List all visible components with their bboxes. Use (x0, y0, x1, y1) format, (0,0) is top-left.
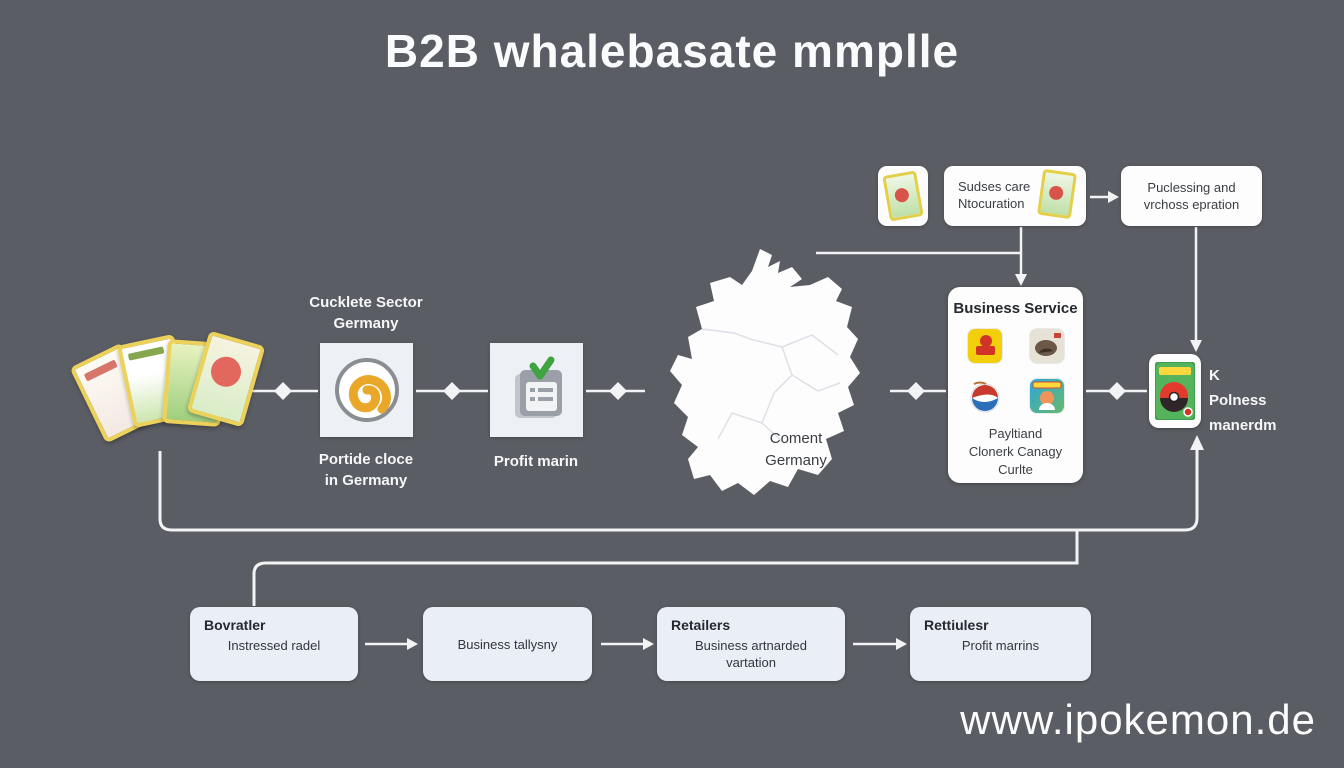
business-service-title: Business Service (953, 300, 1078, 317)
bottom-node-title: Retailers (671, 617, 731, 633)
map-label-line2: Germany (765, 452, 827, 469)
step1-icon-box (320, 343, 413, 437)
card-tile-node (878, 166, 928, 226)
map-label-line1: Coment (769, 430, 823, 447)
character-card-icon (1029, 379, 1064, 413)
yellow-card-icon (967, 329, 1002, 363)
step2-label-below-line1: Profit marin (493, 453, 579, 470)
end-node (1149, 354, 1201, 428)
bottom-node-subtitle: Profit marrins (961, 638, 1040, 653)
processing-label-line2: vrchoss epration (1143, 197, 1240, 212)
bottom-node-subtitle: Business tallysny (457, 636, 558, 652)
spiral-icon (334, 358, 399, 422)
processing-label-line1: Puclessing and (1147, 180, 1236, 195)
end-node-label-line3: manerdm (1209, 417, 1277, 434)
page-title: B2B whalebasate mmplle (384, 25, 960, 77)
checklist-card-icon (514, 356, 562, 418)
end-node-label-line1: K (1209, 367, 1220, 384)
pokeball-card-icon (1155, 362, 1195, 420)
step2-label-below: Profit marin (466, 451, 606, 472)
pokemon-card-icon (882, 170, 924, 222)
bottom-node-title: Bovratler (204, 617, 266, 633)
step1-label-below-line2: in Germany (324, 472, 408, 489)
bottom-node-distributor: Bovratler Instressed radel (190, 607, 358, 681)
service-caption: Payltiand Clonerk Canagy Curlte (969, 425, 1062, 479)
bottom-node-business: Business tallysny (423, 607, 592, 681)
end-node-label-line2: Polness (1209, 392, 1267, 409)
map-label: Coment Germany (740, 428, 852, 472)
card-sourcing-node: Sudses care Ntocuration (944, 166, 1086, 226)
card-sourcing-label-line2: Ntocuration (958, 196, 1025, 211)
step2-icon-box (490, 343, 583, 437)
bottom-node-title: Rettiulesr (924, 617, 989, 633)
step1-label-above-line2: Germany (333, 315, 399, 332)
swirl-ball-icon (968, 379, 1002, 413)
germany-map (670, 249, 860, 495)
service-caption-line1: Payltiand (988, 426, 1043, 441)
step1-label-above: Cucklete Sector Germany (296, 292, 436, 334)
photo-card-icon (1029, 329, 1064, 363)
step1-label-below-line1: Portide cloce (318, 451, 414, 468)
end-node-label: K Polness manerdm (1209, 363, 1277, 438)
trading-cards-fan (69, 330, 266, 449)
bottom-node-margins: Rettiulesr Profit marrins (910, 607, 1091, 681)
step1-label-below: Portide cloce in Germany (296, 449, 436, 491)
watermark-url: www.ipokemon.de (960, 696, 1316, 743)
card-sourcing-label-line1: Sudses care (958, 179, 1031, 194)
processing-node: Puclessing and vrchoss epration (1121, 166, 1262, 226)
service-caption-line3: Curlte (998, 462, 1033, 477)
bottom-node-retailers: Retailers Business artnarded vartation (657, 607, 845, 681)
business-service-box: Business Service Payltiand C (948, 287, 1083, 483)
bottom-node-subtitle: Business artnarded vartation (694, 638, 807, 670)
pokemon-card-icon (1036, 168, 1078, 220)
service-icon-grid (967, 329, 1064, 413)
step1-label-above-line1: Cucklete Sector (309, 294, 423, 311)
bottom-node-subtitle: Instressed radel (227, 638, 321, 653)
service-caption-line2: Clonerk Canagy (968, 444, 1063, 459)
